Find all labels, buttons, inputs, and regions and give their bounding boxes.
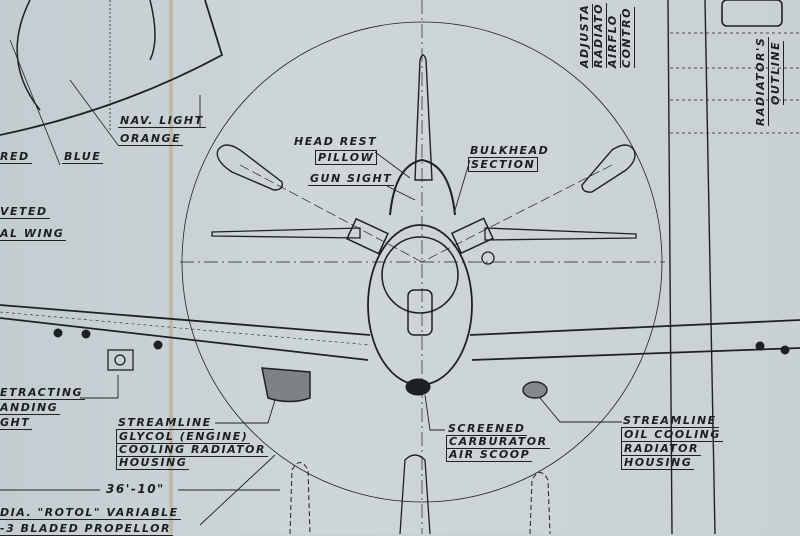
nav-light-left (216, 144, 284, 191)
wing-left (0, 304, 371, 361)
wing-label: AL WING (0, 227, 67, 241)
glycol-radiator (261, 367, 311, 403)
radiators-outline-line1: RADIATOR'S (754, 36, 769, 126)
oil-radiator-label-line4: HOUSING (621, 456, 695, 470)
adjustable-label-line4: CONTRO (620, 7, 635, 68)
adjustable-label-line3: AIRFLO (606, 14, 621, 68)
retracting-landing-light-line3: GHT (0, 416, 33, 430)
wingspan-dimension: 36'-10" (106, 482, 165, 496)
glycol-label-line1: STREAMLINE (116, 416, 214, 430)
engine-cowling (381, 236, 459, 314)
oil-radiator-label-line2: OIL COOLING (621, 428, 723, 442)
dihedral-line-left (239, 164, 423, 263)
adjustable-label-line1: ADJUSTA (578, 3, 593, 68)
nav-light-label: NAV. LIGHT (118, 114, 206, 128)
orange-label: ORANGE (118, 132, 184, 146)
fuselage-section (367, 224, 473, 386)
glycol-label-line2: GLYCOL (ENGINE) (116, 430, 251, 444)
carburator-label-line1: SCREENED (446, 422, 528, 436)
paper-fold-crease (168, 0, 174, 534)
section-label: SECTION (468, 157, 539, 172)
carburator-air-scoop (405, 378, 431, 396)
retracting-landing-light-line2: ANDING (0, 401, 61, 415)
oil-radiator (522, 381, 548, 399)
head-rest-label: HEAD REST (294, 135, 378, 148)
wing-outline-top-left (0, 0, 224, 136)
nav-light-right (581, 144, 636, 193)
tailplane-left (211, 227, 361, 239)
carburator-label-line3: AIR SCOOP (446, 448, 533, 462)
glycol-label-line3: COOLING RADIATOR (116, 443, 268, 457)
tailplane-right (484, 227, 637, 241)
radiators-outline-line2: OUTLINE (769, 40, 784, 105)
gun-sight-label: GUN SIGHT (308, 172, 395, 186)
tail-fin (414, 54, 433, 181)
dihedral-line-right (421, 164, 613, 263)
carburator-label-line2: CARBURATOR (446, 435, 550, 449)
oil-radiator-label-line1: STREAMLINE (621, 414, 719, 428)
blue-label: BLUE (62, 150, 104, 164)
riveted-label: VETED (0, 205, 50, 219)
canopy (389, 158, 456, 216)
glycol-label-line4: HOUSING (116, 456, 190, 470)
red-label: RED (0, 150, 32, 164)
oil-radiator-label-line3: RADIATOR (621, 442, 701, 456)
adjustable-label-line2: RADIATO (592, 2, 607, 68)
propeller-label-line1: DIA. "ROTOL" VARIABLE (0, 506, 181, 520)
wing-right (469, 319, 800, 361)
bulkhead-label: BULKHEAD (470, 144, 550, 157)
pillow-label: PILLOW (315, 150, 378, 165)
retracting-landing-light-line1: ETRACTING (0, 386, 86, 400)
